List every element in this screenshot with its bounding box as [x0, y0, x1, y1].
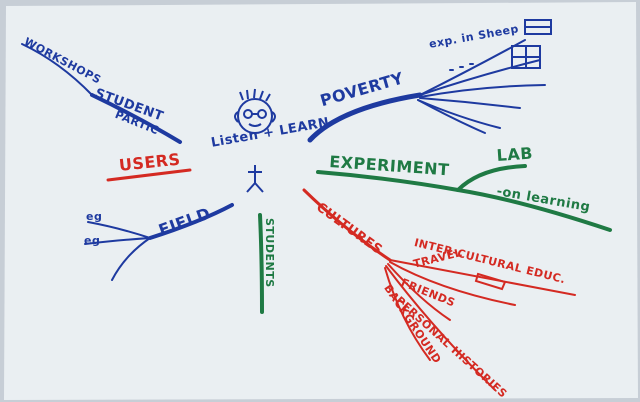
flag-icons — [511, 19, 552, 69]
poverty-branch — [307, 92, 423, 143]
students-label: STUDENTS — [263, 218, 276, 288]
users-branch — [106, 168, 192, 182]
field-branch — [148, 203, 234, 240]
paper-sheet — [4, 2, 638, 400]
lab-label: LAB — [496, 143, 534, 165]
experiment-branch — [316, 170, 460, 192]
student-branch — [90, 93, 182, 144]
center-face-icon — [234, 88, 276, 193]
car-icon — [474, 272, 507, 291]
eg-label-1: eg — [86, 210, 103, 223]
learning-branch — [456, 188, 612, 232]
eg-label-2: eg — [84, 234, 101, 247]
workshops-branch — [21, 43, 93, 96]
cultures-branch — [302, 188, 392, 262]
lab-branch — [456, 164, 527, 192]
students-branch — [258, 213, 264, 314]
